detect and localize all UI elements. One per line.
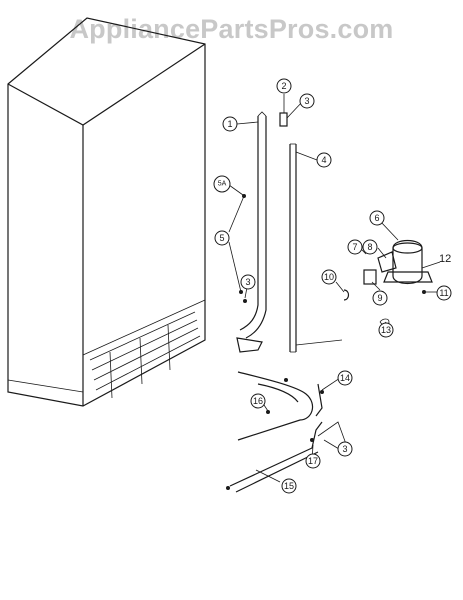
part-4-rod bbox=[289, 143, 343, 353]
tubing-assembly bbox=[226, 371, 347, 493]
svg-text:5A: 5A bbox=[218, 181, 227, 188]
callout-3-top: 3 bbox=[299, 93, 315, 109]
svg-text:5: 5 bbox=[219, 233, 224, 243]
svg-text:6: 6 bbox=[374, 213, 379, 223]
callout-1: 1 bbox=[222, 116, 238, 132]
callout-15: 15 bbox=[281, 478, 297, 494]
compressor-assembly bbox=[343, 239, 441, 326]
svg-text:11: 11 bbox=[439, 288, 448, 298]
svg-text:16: 16 bbox=[253, 396, 263, 406]
svg-text:8: 8 bbox=[367, 242, 372, 252]
callout-4: 4 bbox=[316, 152, 332, 168]
svg-text:15: 15 bbox=[284, 481, 294, 491]
svg-text:9: 9 bbox=[377, 293, 382, 303]
label-12: 12 bbox=[439, 253, 451, 265]
callout-3-low: 3 bbox=[337, 441, 353, 457]
part-1-tube bbox=[236, 111, 267, 353]
svg-text:3: 3 bbox=[304, 96, 309, 106]
svg-text:10: 10 bbox=[324, 272, 334, 282]
svg-text:4: 4 bbox=[321, 155, 326, 165]
callout-3-mid: 3 bbox=[240, 274, 256, 290]
svg-text:7: 7 bbox=[352, 242, 357, 252]
callout-13: 13 bbox=[378, 322, 394, 338]
callout-5a: 5A bbox=[213, 175, 231, 193]
part-2-clip bbox=[279, 112, 288, 127]
refrigerator-cabinet bbox=[7, 17, 206, 407]
watermark-text: AppliancePartsPros.com bbox=[69, 14, 394, 44]
callout-10: 10 bbox=[321, 269, 337, 285]
leader-lines bbox=[228, 94, 438, 483]
svg-text:3: 3 bbox=[342, 444, 347, 454]
svg-text:2: 2 bbox=[281, 81, 286, 91]
callout-17: 17 bbox=[305, 453, 321, 469]
svg-text:17: 17 bbox=[308, 456, 318, 466]
callout-14: 14 bbox=[337, 370, 353, 386]
callout-9: 9 bbox=[372, 290, 388, 306]
callout-5: 5 bbox=[214, 230, 230, 246]
callout-7: 7 bbox=[347, 239, 363, 255]
svg-text:13: 13 bbox=[381, 325, 391, 335]
svg-text:1: 1 bbox=[227, 119, 232, 129]
svg-text:3: 3 bbox=[245, 277, 250, 287]
callout-6: 6 bbox=[369, 210, 385, 226]
svg-text:14: 14 bbox=[340, 373, 350, 383]
callout-2: 2 bbox=[276, 78, 292, 94]
callout-8: 8 bbox=[362, 239, 378, 255]
callout-16: 16 bbox=[250, 393, 266, 409]
callout-11: 11 bbox=[436, 285, 452, 301]
